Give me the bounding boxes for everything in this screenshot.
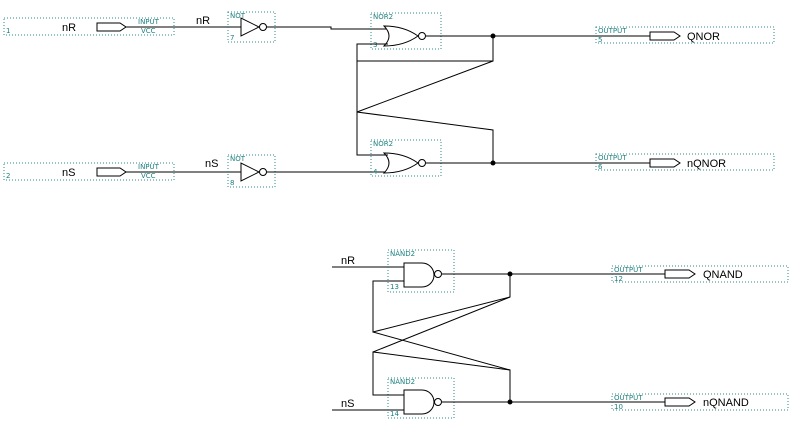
output-pin-nQNOR[interactable]: OUTPUT 6 nQNOR <box>595 153 775 171</box>
output-nqnand-type: OUTPUT <box>614 394 643 402</box>
nand-top-number: 13 <box>390 283 399 291</box>
wire-cross-b <box>372 296 511 353</box>
wire-nor-top-input2 <box>356 43 388 61</box>
nor-top-number: 3 <box>373 41 377 49</box>
input-2-pin-symbol <box>96 167 127 177</box>
not-top-triangle <box>240 17 261 37</box>
not-bottom-triangle <box>240 162 261 182</box>
output-nqnor-pin-symbol <box>649 158 681 168</box>
output-qnand-name: QNAND <box>703 269 743 281</box>
nor-top-type: NOR2 <box>373 13 393 21</box>
wire-not-top-to-nor-top <box>267 26 388 30</box>
input-2-number: 2 <box>6 172 10 180</box>
not-top-type: NOT <box>230 12 246 20</box>
output-qnor-name: QNOR <box>687 31 720 43</box>
input-1-type: INPUT <box>138 18 160 26</box>
not-top-bubble <box>259 23 267 31</box>
output-pin-QNAND[interactable]: OUTPUT 12 QNAND <box>611 265 789 283</box>
not-bottom-bubble <box>259 168 267 176</box>
input-2-type: INPUT <box>138 163 160 171</box>
not-top-number: 7 <box>230 34 234 42</box>
output-qnor-pin-symbol <box>649 31 681 41</box>
output-qnand-type: OUTPUT <box>614 266 643 274</box>
output-pin-QNOR[interactable]: OUTPUT 5 QNOR <box>595 26 775 44</box>
output-nqnand-number: 10 <box>614 403 623 411</box>
input-1-pin-symbol <box>96 22 127 32</box>
output-nqnor-type: OUTPUT <box>598 154 627 162</box>
nand-gate-bottom[interactable]: NAND2 14 <box>387 377 455 419</box>
nand-top-body <box>403 262 435 288</box>
output-nqnor-name: nQNOR <box>687 158 726 170</box>
nor-bottom-bubble <box>418 159 426 167</box>
net-label-nR-top: nR <box>196 15 210 27</box>
not-bottom-number: 8 <box>230 179 234 187</box>
nor-top-bubble <box>418 32 426 40</box>
wire-cross-a <box>372 331 511 371</box>
input-2-name: nS <box>62 167 75 179</box>
nor-latch: nR nS NOT 7 NOT 8 NOR2 3 <box>126 11 650 188</box>
nand-bottom-bubble <box>434 398 442 406</box>
wire-feedback-nqnand-to-bottom <box>372 351 511 402</box>
nor-gate-top[interactable]: NOR2 3 <box>370 12 442 50</box>
input-2-value: VCC <box>141 172 156 180</box>
input-pin-nR[interactable]: 1 nR INPUT VCC <box>3 17 175 36</box>
nor-bottom-body <box>382 152 419 174</box>
input-pin-nS[interactable]: 2 nS INPUT VCC <box>3 162 175 181</box>
input-1-name: nR <box>62 22 76 34</box>
nand-bottom-number: 14 <box>390 410 399 418</box>
input-1-value: VCC <box>141 27 156 35</box>
nor-bottom-type: NOR2 <box>373 140 393 148</box>
net-label-nS-nand: nS <box>341 398 354 410</box>
input-1-number: 1 <box>6 27 10 35</box>
output-nqnand-pin-symbol <box>664 397 696 407</box>
output-qnor-number: 5 <box>598 36 602 44</box>
nand-bottom-body <box>403 389 435 415</box>
not-gate-top[interactable]: NOT 7 <box>227 11 276 43</box>
output-nqnand-name: nQNAND <box>703 397 749 409</box>
output-qnand-pin-symbol <box>664 269 696 279</box>
nand-top-bubble <box>434 270 442 278</box>
nor-bottom-number: 4 <box>373 168 378 176</box>
net-label-nS-bottom: nS <box>205 158 218 170</box>
wire-feedback-helper <box>492 130 494 163</box>
nor-gate-bottom[interactable]: NOR2 4 <box>370 139 442 177</box>
nand-bottom-type: NAND2 <box>390 378 415 386</box>
output-pin-nQNAND[interactable]: OUTPUT 10 nQNAND <box>611 393 789 411</box>
nor-top-body <box>382 25 419 47</box>
output-qnor-type: OUTPUT <box>598 27 627 35</box>
output-nqnor-number: 6 <box>598 163 603 171</box>
nand-top-type: NAND2 <box>390 250 415 258</box>
wire-feedback-nq-to-top <box>356 60 494 156</box>
nand-latch: nR nS NAND2 13 NAND2 14 <box>332 249 665 419</box>
nand-gate-top[interactable]: NAND2 13 <box>387 249 455 293</box>
not-gate-bottom[interactable]: NOT 8 <box>227 154 276 188</box>
output-qnand-number: 12 <box>614 275 623 283</box>
net-label-nR-nand: nR <box>341 255 355 267</box>
not-bottom-type: NOT <box>230 155 246 163</box>
